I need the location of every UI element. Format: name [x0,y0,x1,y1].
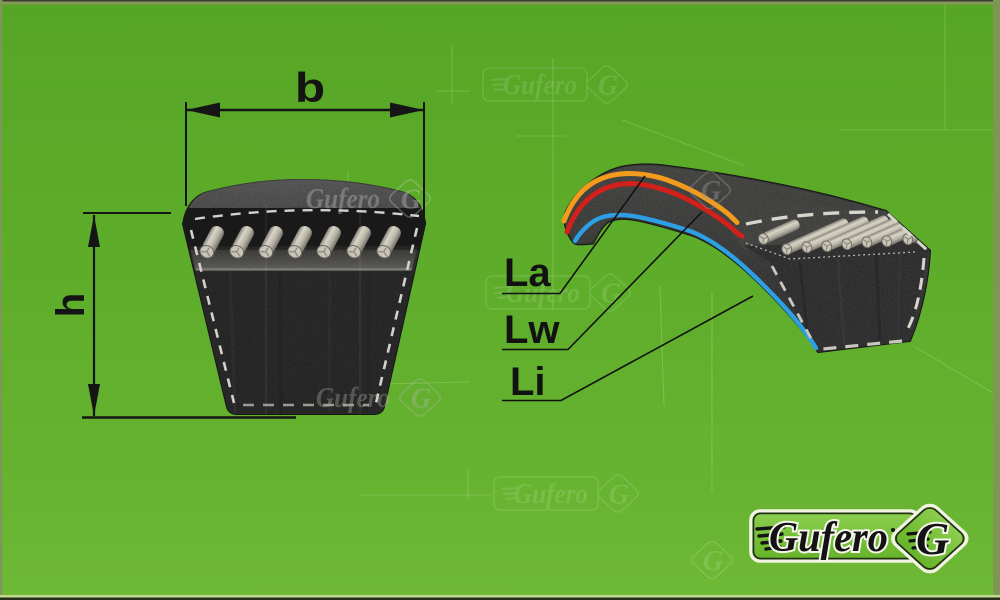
svg-text:Gufero: Gufero [769,515,888,561]
svg-text:Lw: Lw [504,308,560,352]
svg-text:G: G [701,176,721,207]
svg-text:Li: Li [510,360,546,404]
svg-text:b: b [295,64,325,112]
svg-text:G: G [703,546,723,577]
svg-text:h: h [49,293,93,317]
svg-text:La: La [504,251,551,295]
svg-text:G: G [916,513,949,564]
